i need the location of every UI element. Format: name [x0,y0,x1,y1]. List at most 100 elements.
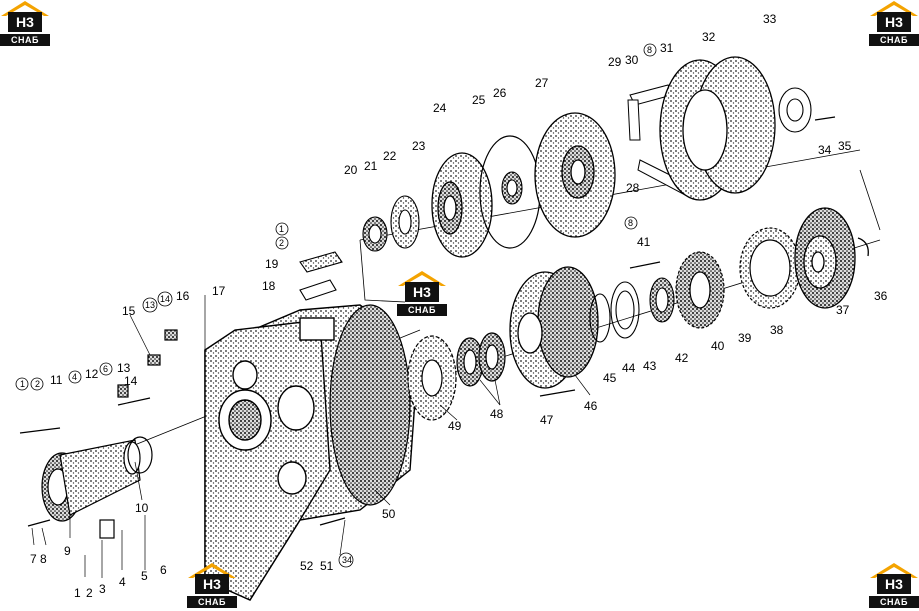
label-23: 23 [412,139,426,153]
label-17: 17 [212,284,226,298]
label-46: 46 [584,399,598,413]
label-24: 24 [433,101,447,115]
house-icon [870,1,918,16]
label-18: 18 [262,279,276,293]
label-13-circled: 13 [145,300,155,310]
label-43: 43 [643,359,657,373]
watermark-logo-top-right: Н3 СНАБ [869,0,919,46]
label-48: 48 [490,407,504,421]
label-1-top: 1 [279,224,284,234]
label-1-circled: 1 [20,379,25,389]
label-10: 10 [135,501,149,515]
label-6-circled: 6 [103,364,108,374]
label-8-circled-low: 8 [628,218,633,228]
watermark-logo-bottom-right: Н3 СНАБ [869,562,919,608]
label-29: 29 [608,55,622,69]
label-49: 49 [448,419,462,433]
gear-49 [407,335,457,421]
watermark-logo-center: Н3 СНАБ [397,270,447,316]
label-36: 36 [874,289,888,303]
label-41: 41 [637,235,651,249]
hub-22 [390,195,420,249]
ring-43 [589,281,640,343]
label-50: 50 [382,507,396,521]
label-40: 40 [711,339,725,353]
label-2-circled: 2 [35,379,40,389]
label-20: 20 [344,163,358,177]
label-38: 38 [770,323,784,337]
label-27: 27 [535,76,549,90]
house-icon [870,563,918,578]
label-5: 5 [141,569,148,583]
label-7: 7 [30,552,37,566]
leader-lines [31,295,591,578]
logo-mark: Н3 [8,12,42,32]
seal-42 [649,277,675,323]
logo-text: СНАБ [397,304,447,316]
label-32: 32 [702,30,716,44]
label-28: 28 [626,181,640,195]
label-45: 45 [603,371,617,385]
label-19: 19 [265,257,279,271]
logo-text: СНАБ [187,596,237,608]
label-47: 47 [540,413,554,427]
label-39: 39 [738,331,752,345]
label-25: 25 [472,93,486,107]
clutch-drum-46 [509,266,599,389]
watermark-logo-bottom-center: Н3 СНАБ [187,562,237,608]
label-3: 3 [99,582,106,596]
bearings-48 [456,332,506,387]
label-33: 33 [763,12,777,26]
house-icon [398,271,446,286]
part-labels: 7 8 9 1 2 3 4 5 6 10 1 2 11 4 12 6 13 14… [20,12,888,600]
label-44: 44 [622,361,636,375]
label-52: 52 [300,559,314,573]
label-1: 1 [74,586,81,600]
cover-27 [534,112,616,238]
label-34: 34 [818,143,832,157]
output-flange [41,436,153,522]
label-30: 30 [625,53,639,67]
house-icon [1,1,49,16]
label-42: 42 [675,351,689,365]
ring-38 [739,227,801,309]
label-37: 37 [836,303,850,317]
logo-mark: Н3 [195,574,229,594]
logo-text: СНАБ [869,34,919,46]
label-11: 11 [50,373,63,387]
logo-mark: Н3 [405,282,439,302]
gear-37 [794,207,856,309]
label-22: 22 [383,149,397,163]
bearing-26 [501,171,523,205]
label-12: 12 [85,367,99,381]
label-26: 26 [493,86,507,100]
label-14-circled: 14 [160,294,170,304]
house-icon [188,563,236,578]
label-34-circled: 34 [342,555,352,565]
label-8-circled-top: 8 [647,45,652,55]
label-14: 14 [124,374,138,388]
logo-mark: Н3 [877,12,911,32]
circle-markers [15,43,657,568]
transmission-housing [204,304,416,601]
label-6: 6 [160,563,167,577]
label-31: 31 [660,41,674,55]
label-13: 13 [117,361,131,375]
label-2: 2 [86,586,93,600]
snap-ring-36 [857,237,869,257]
label-9: 9 [64,544,71,558]
label-2-top: 2 [279,238,284,248]
watermark-logo-top-left: Н3 СНАБ [0,0,50,46]
label-16: 16 [176,289,190,303]
label-51: 51 [320,559,334,573]
label-4: 4 [119,575,126,589]
label-21: 21 [364,159,378,173]
plates-32 [659,56,776,201]
label-15: 15 [122,304,136,318]
label-8: 8 [40,552,47,566]
bolts [19,116,836,539]
inspection-cover-18 [299,251,343,301]
logo-text: СНАБ [0,34,50,46]
logo-text: СНАБ [869,596,919,608]
